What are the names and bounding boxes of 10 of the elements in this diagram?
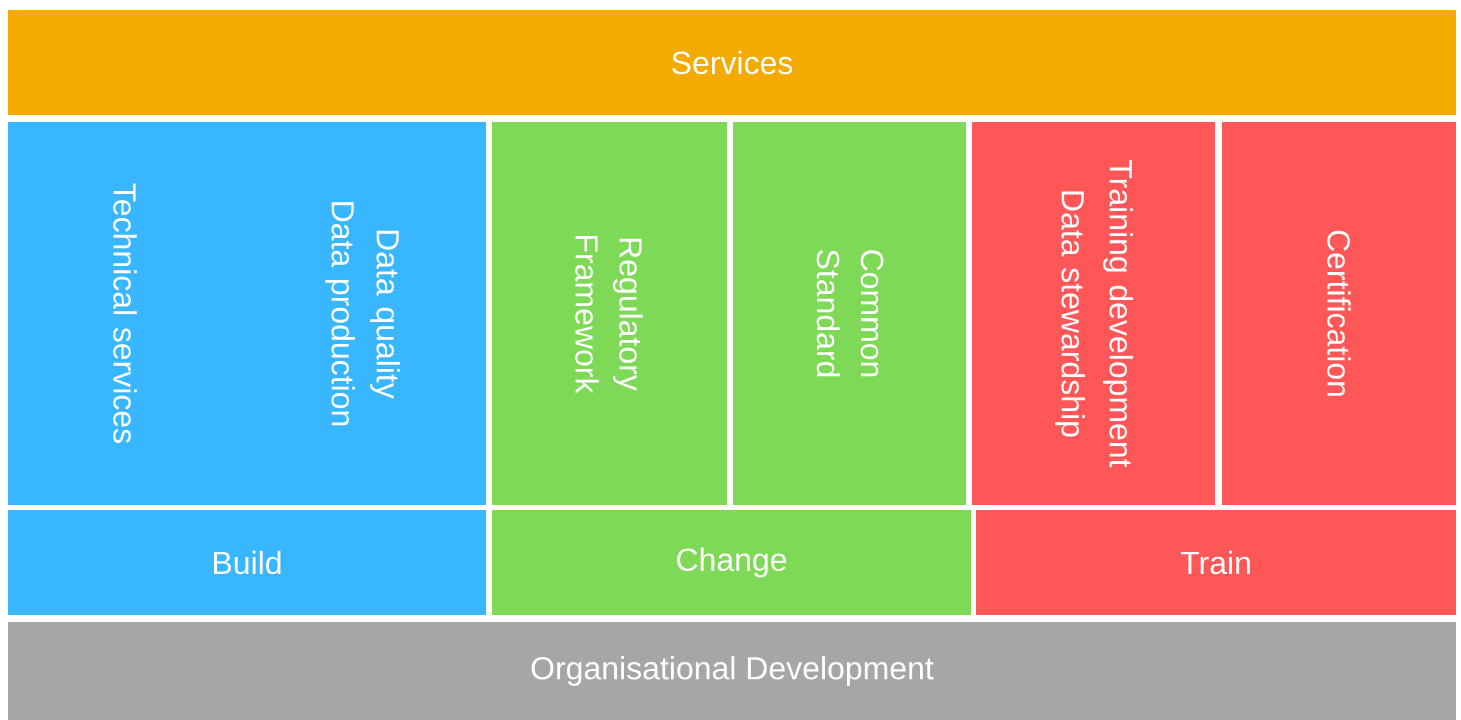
banner: Train — [976, 510, 1456, 615]
column-box: Training development Data stewardship — [972, 122, 1215, 505]
column-box: Common Standard — [733, 122, 966, 505]
column-box: Technical services Data quality Data production — [8, 122, 486, 505]
banner: Services — [8, 10, 1456, 115]
banner: Build — [8, 510, 486, 615]
column-box: Regulatory Framework — [492, 122, 727, 505]
banner: Change — [492, 510, 971, 615]
column-box: Certification — [1222, 122, 1456, 505]
banner: Organisational Development — [8, 622, 1456, 720]
